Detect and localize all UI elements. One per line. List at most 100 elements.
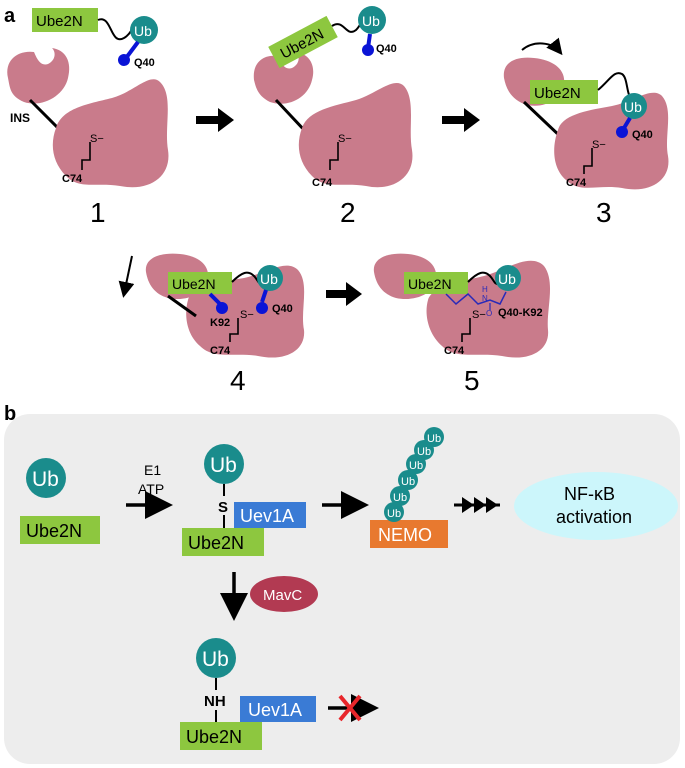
amide-n-label: N (482, 294, 488, 303)
s-minus-label: S− (338, 133, 352, 145)
chain-ub-6-label: Ub (427, 433, 441, 445)
ub-circle (358, 6, 386, 34)
atp-label: ATP (138, 481, 164, 497)
thioester-ub-label: Ub (210, 454, 237, 477)
chain-ub-5-label: Ub (417, 446, 431, 458)
amide-h-label: H (482, 285, 488, 294)
free-ub-label: Ub (32, 468, 59, 491)
ins-linker (167, 294, 197, 318)
step-4-number: 4 (230, 365, 246, 396)
crosslink-ube2n-box (180, 722, 262, 750)
crosslink-uev1a-box (240, 696, 316, 722)
catalytic-domain (52, 79, 169, 188)
chain-ub-2 (390, 486, 410, 506)
arrow-step-1-2 (196, 108, 234, 132)
q40-ball (256, 302, 268, 314)
q40-ball (616, 126, 628, 138)
panel-a-letter: a (4, 5, 16, 27)
ube2n-label: Ube2N (408, 276, 452, 292)
ube2n-box (182, 528, 264, 556)
ube2n-box (168, 272, 232, 294)
e1-label: E1 (144, 462, 161, 478)
rotation-arrow (521, 37, 563, 56)
step-2-group: Ube2N Ub Q40 S− C74 2 (253, 6, 413, 228)
crosslink-uev1a-label: Uev1A (248, 700, 302, 720)
ub-label: Ub (134, 23, 152, 39)
q40-ball (362, 44, 374, 56)
nfkb-label-line1: NF-κB (564, 484, 615, 504)
q40-label: Q40 (272, 303, 293, 315)
q40-stick (260, 289, 268, 303)
q40-label: Q40 (632, 129, 653, 141)
crosslink-ube2n-label: Ube2N (186, 727, 242, 747)
ub-circle (621, 93, 647, 119)
ub-label: Ub (624, 99, 642, 115)
ube2n-box (268, 15, 338, 69)
nfkb-label-line2: activation (556, 507, 632, 527)
s-minus-label: S− (240, 309, 254, 321)
step-1-group: Ube2N Ub Q40 INS S− C74 1 (7, 8, 169, 228)
q40-stick (124, 40, 140, 60)
ub-label: Ub (498, 271, 516, 287)
thioester-ub-circle (204, 444, 244, 484)
nemo-box (370, 520, 448, 548)
panel-b-background (4, 414, 680, 764)
k92-stick (208, 292, 222, 306)
ube2n-ub-linker (467, 271, 499, 285)
ins-linker (522, 100, 564, 140)
chain-ub-3 (398, 470, 418, 490)
step-4-group: Ube2N Ub K92 Q40 S− C74 4 (118, 253, 305, 396)
chain-ub-2-label: Ub (393, 492, 407, 504)
chain-ub-4-label: Ub (409, 460, 423, 472)
step-3-number: 3 (596, 197, 612, 228)
c74-label: C74 (62, 173, 83, 185)
s-minus-label: S− (90, 133, 104, 145)
s-link-label: S (218, 499, 228, 516)
s-minus-label: S− (592, 139, 606, 151)
ube2n-label: Ube2N (172, 276, 216, 292)
ins-domain (7, 48, 70, 104)
step-3-group: Ube2N Ub Q40 S− C74 3 (503, 37, 669, 228)
q40-k92-label: Q40-K92 (498, 307, 543, 319)
ube2n-box (404, 272, 468, 294)
mavc-label: MavC (263, 587, 302, 604)
arrow-step-4-5 (326, 282, 362, 306)
s-minus-label: S− (472, 309, 486, 321)
uev1a-box (234, 502, 306, 528)
free-ub-circle (26, 458, 66, 498)
c74-stick (461, 318, 471, 342)
ube2n-ub-linker (597, 72, 633, 101)
amide-o-label: O (486, 309, 492, 318)
nh-link-label: NH (204, 693, 226, 710)
ub-circle (495, 265, 521, 291)
ub-circle (257, 265, 283, 291)
ube2n-box (32, 8, 98, 32)
inhibition-x-icon (338, 694, 362, 722)
step-5-group: Ube2N Ub H N O Q40-K92 S− C74 5 (373, 253, 551, 396)
isopeptide-bond (445, 291, 507, 306)
c74-label: C74 (312, 177, 333, 189)
panel-b-letter: b (4, 403, 16, 425)
chain-ub-1 (384, 502, 404, 522)
q40-label: Q40 (376, 43, 397, 55)
uev1a-label: Uev1A (240, 506, 294, 526)
q40-stick (622, 116, 632, 130)
ins-domain (253, 52, 314, 104)
c74-stick (81, 142, 91, 170)
crosslink-ub-circle (196, 638, 236, 678)
c74-stick (229, 318, 239, 342)
step-2-number: 2 (340, 197, 356, 228)
ube2n-label: Ube2N (188, 533, 244, 553)
downward-arrow (118, 255, 135, 298)
chain-ub-3-label: Ub (401, 476, 415, 488)
ub-circle (130, 16, 158, 44)
c74-label: C74 (566, 177, 587, 189)
c74-stick (329, 142, 339, 170)
catalytic-domain (554, 92, 669, 190)
step-5-number: 5 (464, 365, 480, 396)
nemo-label: NEMO (378, 525, 432, 545)
chain-ub-6 (424, 427, 444, 447)
polyubiquitin-chain: Ub Ub Ub Ub Ub Ub (384, 427, 444, 522)
step-1-number: 1 (90, 197, 106, 228)
